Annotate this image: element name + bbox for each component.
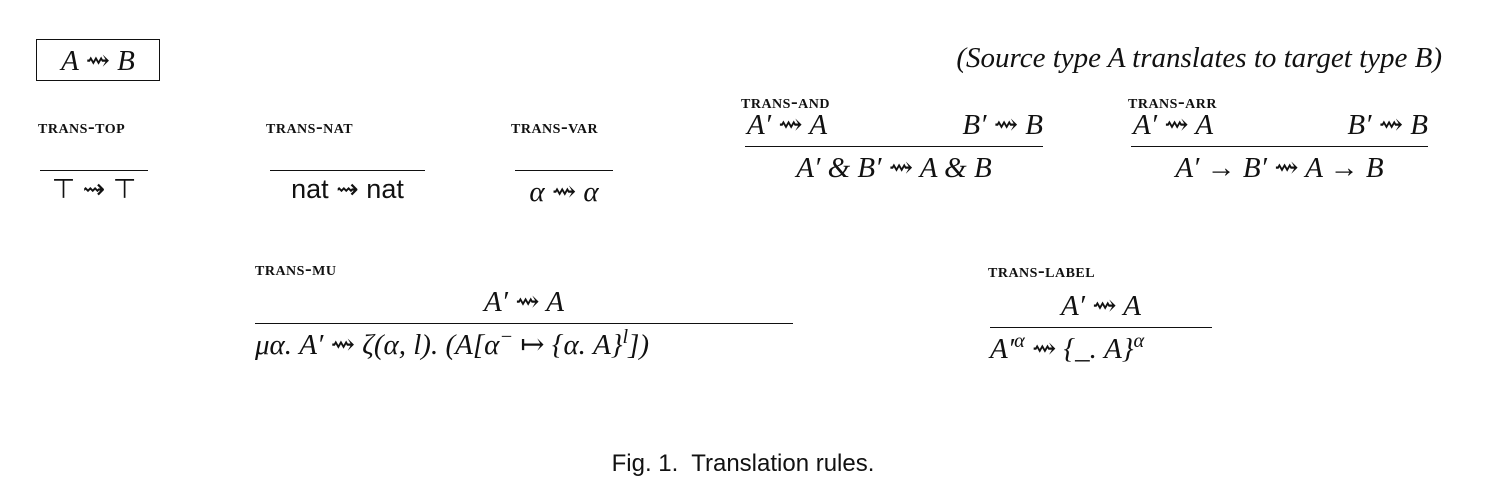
inference-line: [1131, 146, 1428, 147]
rule-trans-top: ⊤ ⇝ ⊤: [40, 132, 148, 205]
rule-name-trans-label: trans-label: [988, 260, 1096, 282]
inference-line: [255, 323, 793, 324]
rule-premise: B′ ⇝ B: [962, 109, 1043, 141]
rule-name-trans-mu: trans-mu: [255, 258, 337, 280]
rule-name-trans-and: trans-and: [741, 91, 830, 113]
rule-name-trans-nat: trans-nat: [266, 116, 354, 138]
rule-conclusion: ⊤ ⇝ ⊤: [51, 174, 137, 204]
conclusion-sup: l: [622, 325, 629, 348]
rule-trans-nat: nat ⇝ nat: [270, 132, 425, 205]
rule-trans-label: A′ ⇝ A A′α ⇝ {_. A}α: [990, 290, 1212, 366]
rule-premise: A′ ⇝ A: [1060, 290, 1142, 322]
rule-trans-and: A′ ⇝ A B′ ⇝ B A′ & B′ ⇝ A & B: [745, 109, 1043, 185]
rule-name-trans-arr: trans-arr: [1128, 91, 1217, 113]
rule-conclusion: nat ⇝ nat: [291, 174, 404, 204]
rule-trans-mu: A′ ⇝ A μα. A′ ⇝ ζ(α, l). (A[α− ↦ {α. A}l…: [255, 286, 793, 362]
conclusion-part: ]): [628, 329, 650, 361]
rule-trans-arr: A′ ⇝ A B′ ⇝ B A′ → B′ ⇝ A → B: [1131, 109, 1428, 185]
conclusion-sup: −: [499, 325, 514, 348]
rule-premise: B′ ⇝ B: [1347, 109, 1428, 141]
rule-name-trans-var: trans-var: [511, 116, 599, 138]
rule-trans-var: α ⇝ α: [515, 132, 613, 209]
rule-conclusion: α ⇝ α: [529, 176, 599, 208]
rule-premise: A′ ⇝ A: [483, 286, 565, 318]
rule-premise: A′ ⇝ A: [747, 109, 828, 141]
judgment-form-box: A ⇝ B: [36, 39, 160, 81]
conclusion-part: ↦ {α. A}: [513, 329, 623, 361]
conclusion-sup: α: [1014, 329, 1025, 352]
rule-premise: A′ ⇝ A: [1133, 109, 1214, 141]
conclusion-part: A′: [990, 333, 1015, 365]
inference-line: [745, 146, 1043, 147]
inference-line: [40, 170, 148, 171]
inference-line: [515, 170, 613, 171]
conclusion-sup: α: [1133, 329, 1145, 352]
rule-conclusion: A′ & B′ ⇝ A & B: [796, 152, 992, 184]
rule-conclusion: A′ → B′ ⇝ A → B: [1175, 152, 1384, 184]
rule-conclusion: A′α ⇝ {_. A}α: [990, 331, 1212, 366]
figure-caption: Fig. 1. Translation rules.: [611, 450, 875, 477]
conclusion-part: μα. A′ ⇝ ζ(α, l). (A[α: [255, 329, 500, 361]
rule-conclusion: μα. A′ ⇝ ζ(α, l). (A[α− ↦ {α. A}l]): [255, 327, 793, 362]
judgment-description: (Source type A translates to target type…: [956, 42, 1442, 74]
conclusion-part: ⇝ {_. A}: [1024, 333, 1134, 365]
inference-line: [990, 327, 1212, 328]
rule-name-trans-top: trans-top: [38, 116, 126, 138]
judgment-form: A ⇝ B: [61, 44, 135, 77]
inference-line: [270, 170, 425, 171]
